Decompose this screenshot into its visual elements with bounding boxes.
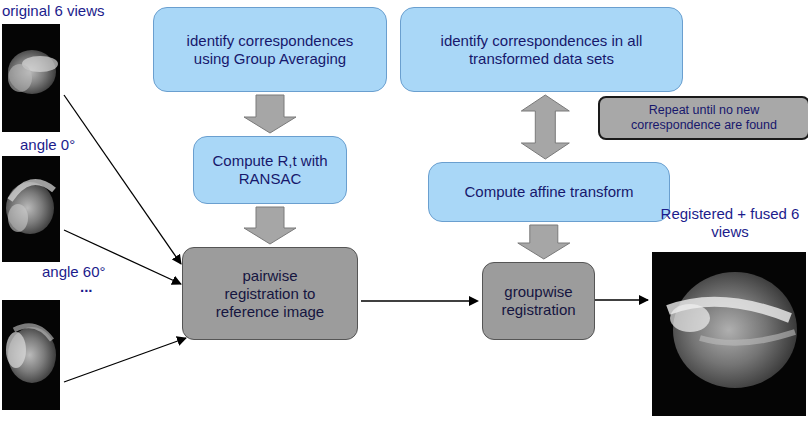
process-box: Compute affine transform	[428, 162, 670, 222]
arrow-line	[361, 296, 479, 306]
box-text: Compute R,t with RANSAC	[210, 152, 330, 188]
process-box: Compute R,t with RANSAC	[193, 136, 347, 204]
fused-view	[652, 252, 806, 416]
box-text: Compute affine transform	[465, 183, 634, 201]
block-arrow	[518, 225, 570, 259]
note-box: Repeat until no new correspondence are f…	[598, 96, 808, 140]
block-arrow	[244, 207, 296, 244]
process-box: identify correspondences using Group Ave…	[153, 7, 387, 92]
block-arrow	[244, 95, 296, 133]
microscope-view	[2, 156, 60, 262]
box-text: Repeat until no new correspondence are f…	[606, 103, 802, 133]
heading-label: original 6 views	[2, 2, 105, 20]
angle-label: angle 0°	[20, 136, 75, 154]
microscope-view	[2, 300, 60, 410]
angle-label: angle 60°	[42, 263, 106, 281]
box-text: groupwise registration	[491, 283, 586, 319]
process-box: identify correspondences in all transfor…	[400, 7, 683, 92]
box-text: identify correspondences using Group Ave…	[186, 32, 354, 68]
result-label: Registered + fused 6 views	[655, 205, 805, 241]
block-arrow	[521, 95, 569, 159]
microscope-view	[2, 24, 60, 132]
input-arrow	[64, 95, 648, 382]
ellipsis-label: ...	[80, 278, 93, 296]
step-box: groupwise registration	[482, 262, 595, 340]
step-box: pairwise registration to reference image	[182, 247, 358, 340]
box-text: pairwise registration to reference image	[208, 267, 333, 321]
box-text: identify correspondences in all transfor…	[437, 32, 647, 68]
